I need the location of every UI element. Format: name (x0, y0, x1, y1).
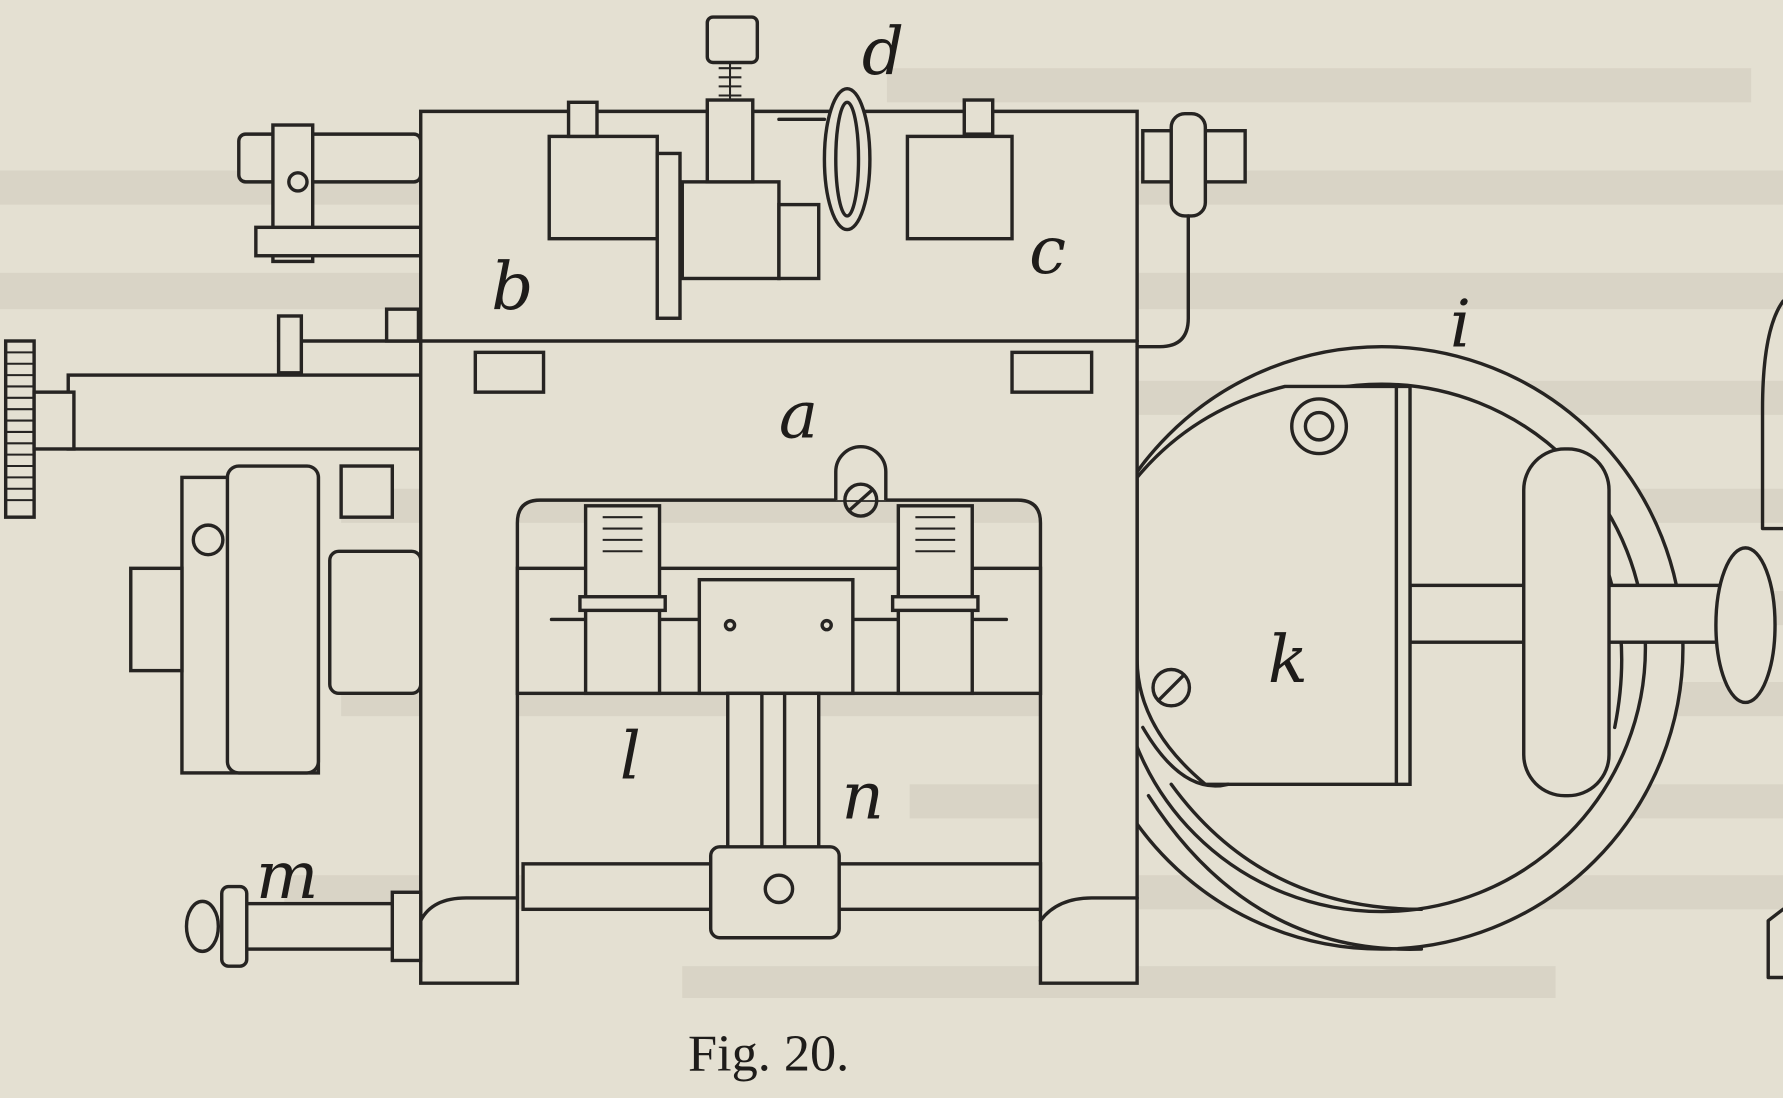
figure-caption: Fig. 20. (688, 1025, 849, 1083)
label-b: b (491, 248, 533, 325)
label-l: l (620, 718, 641, 795)
slide-n (521, 691, 1043, 940)
label-i: i (1450, 286, 1471, 363)
left-arm (3, 339, 423, 519)
label-k: k (1268, 621, 1308, 698)
block-k (1135, 384, 1412, 788)
main-frame-a (419, 109, 1139, 985)
label-m: m (256, 837, 319, 914)
left-mechanism (129, 464, 423, 775)
top-assembly (547, 15, 1247, 349)
label-d: d (862, 13, 904, 90)
rod-m (184, 884, 423, 968)
label-a: a (779, 377, 818, 454)
label-c: c (1029, 212, 1066, 289)
adjacent-figure-fragment (1760, 299, 1783, 980)
carriage-l (515, 504, 1043, 696)
label-n: n (841, 757, 883, 834)
right-shaft (1408, 447, 1777, 798)
